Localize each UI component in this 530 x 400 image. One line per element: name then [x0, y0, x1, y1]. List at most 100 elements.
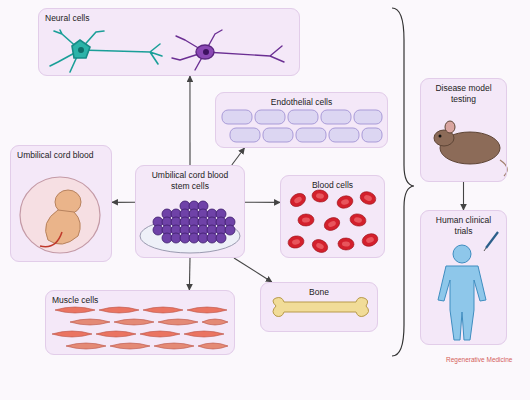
eye — [439, 135, 442, 138]
stem-cell — [225, 225, 235, 235]
muscle-cell — [52, 331, 92, 337]
node-label: Human clinical trials — [427, 215, 500, 236]
red-blood-cell — [287, 235, 305, 250]
muscle-cell — [154, 343, 194, 349]
red-blood-cell — [288, 191, 308, 209]
muscle-cell — [96, 331, 136, 337]
fetus-illustration — [20, 177, 100, 253]
arrow-connector — [234, 258, 272, 282]
red-blood-cell — [322, 215, 342, 233]
stem-cell — [162, 233, 172, 243]
womb — [20, 177, 100, 253]
fetus-body — [46, 210, 81, 244]
cell — [222, 110, 252, 124]
nucleus — [203, 49, 209, 55]
endothelial-cells — [222, 110, 382, 142]
box-fill — [215, 92, 388, 148]
stem-cell — [189, 233, 199, 243]
soma — [196, 45, 214, 59]
red-blood-cell — [358, 190, 377, 207]
cell — [321, 110, 351, 124]
cord-blood-box: Umbilical cord blood — [10, 145, 112, 262]
stem-cell-box: Umbilical cord blood stem cells — [135, 165, 245, 258]
dendrites — [50, 30, 162, 72]
bone-box: Bone — [260, 282, 378, 332]
cell — [362, 128, 382, 142]
muscle-cell — [143, 307, 183, 313]
muscle-box: Muscle cells — [45, 290, 235, 355]
red-blood-cells — [287, 189, 380, 255]
muscle-cell — [114, 319, 154, 325]
box-fills — [10, 8, 507, 355]
cell — [263, 128, 293, 142]
red-blood-cell — [360, 232, 379, 249]
box-fill — [45, 290, 235, 355]
blood-cell-box: Blood cells — [280, 175, 385, 258]
body — [438, 266, 486, 340]
cell — [329, 128, 359, 142]
umbilical-cord — [40, 232, 62, 247]
node-label: Disease model testing — [427, 83, 500, 104]
box-fill — [135, 165, 245, 258]
stem-cell — [207, 233, 217, 243]
neural-box: Neural cells — [38, 8, 300, 76]
disease-model-box: Disease model testing — [420, 78, 507, 182]
node-label: Muscle cells — [52, 295, 228, 306]
muscle-cell — [66, 343, 106, 349]
red-blood-cell — [311, 189, 328, 203]
soma — [72, 40, 90, 58]
node-label: Blood cells — [287, 180, 378, 191]
stem-cell — [180, 233, 190, 243]
node-label: Umbilical cord blood stem cells — [142, 170, 238, 191]
box-fill — [280, 175, 385, 258]
muscle-fibres — [52, 307, 228, 349]
cell — [288, 110, 318, 124]
arrow-connector — [245, 202, 280, 203]
cell — [354, 110, 382, 124]
arrow-connector — [189, 76, 190, 165]
stem-cell-cluster — [153, 201, 235, 243]
dendrites — [172, 30, 284, 70]
stem-cell — [153, 225, 163, 235]
clinical-trial-box: Human clinical trials — [420, 210, 507, 345]
arrow-connector — [232, 148, 245, 165]
muscle-cell — [198, 343, 228, 349]
muscle-cell — [184, 331, 224, 337]
neuron-purple — [172, 30, 284, 70]
box-fill — [420, 78, 507, 182]
muscle-cell — [158, 319, 198, 325]
muscle-cell — [110, 343, 150, 349]
ear — [445, 121, 455, 133]
node-label: Umbilical cord blood — [17, 150, 105, 161]
bracket — [392, 8, 414, 356]
muscle-cell — [202, 319, 228, 325]
cell — [255, 110, 285, 124]
cell — [296, 128, 326, 142]
node-label: Endothelial cells — [222, 97, 381, 108]
red-blood-cell — [298, 214, 314, 227]
muscle-cell — [187, 307, 227, 313]
endothelial-box: Endothelial cells — [215, 92, 388, 148]
node-label: Bone — [267, 287, 371, 298]
mouse-illustration — [434, 121, 507, 176]
muscle-cell — [140, 331, 180, 337]
syringe — [486, 232, 498, 248]
box-fill — [420, 210, 507, 345]
cell — [230, 128, 260, 142]
red-blood-cell — [349, 212, 367, 227]
arrow-connector — [112, 202, 135, 203]
bone-drawing — [273, 298, 369, 317]
red-blood-cell — [338, 238, 355, 251]
nucleus — [78, 47, 84, 53]
arrow-connector — [463, 182, 464, 210]
node-label: Neural cells — [45, 13, 293, 24]
needle — [484, 248, 486, 251]
red-blood-cell — [336, 194, 355, 210]
box-fill — [10, 145, 112, 262]
stem-cell — [216, 233, 226, 243]
muscle-cell — [55, 307, 95, 313]
box-fill — [260, 282, 378, 332]
muscle-cell — [99, 307, 139, 313]
